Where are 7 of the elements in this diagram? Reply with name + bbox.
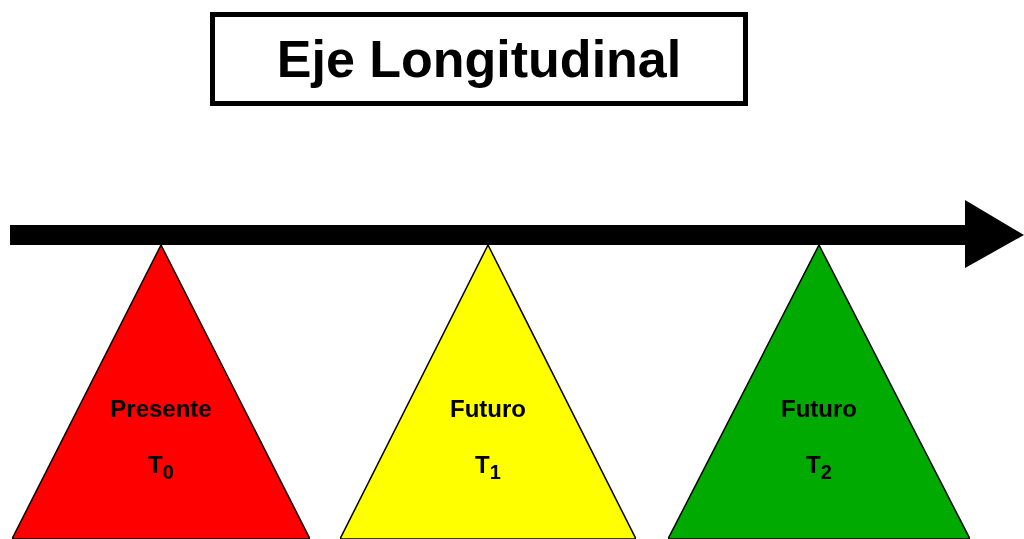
time-label: T$_{2}$ [806,451,832,484]
title: Eje Longitudinal [210,12,748,106]
stage-label: Presente [110,395,212,423]
stage-label: Futuro [781,395,857,423]
time-label: T$_{1}$ [475,451,501,484]
stage-label: Futuro [450,395,526,423]
time-label: T$_{0}$ [148,451,174,484]
